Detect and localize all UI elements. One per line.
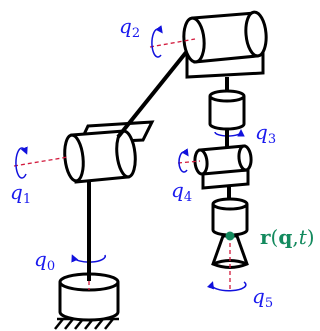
end-effector-point bbox=[225, 231, 235, 241]
wrist-flange-cylinder bbox=[211, 197, 249, 237]
link-shoulder-to-elbow bbox=[116, 38, 198, 139]
joint1-rotation-arrow bbox=[15, 146, 28, 179]
elbow-cylinder bbox=[182, 10, 268, 64]
joint4-label: q4 bbox=[171, 178, 193, 205]
joint0-rotation-arrow bbox=[71, 254, 106, 263]
wrist-pitch-cylinder bbox=[193, 144, 253, 176]
shoulder-cylinder bbox=[63, 129, 137, 184]
joint5-label: q5 bbox=[252, 284, 274, 311]
joint0-label: q0 bbox=[34, 247, 56, 274]
joint3-label: q3 bbox=[255, 120, 277, 147]
joint1-axis bbox=[13, 156, 69, 167]
joint2-rotation-arrow bbox=[151, 25, 163, 58]
joint4-axis bbox=[177, 160, 201, 164]
joint2-axis bbox=[149, 38, 196, 48]
end-effector-label: r(q,t) bbox=[260, 225, 315, 249]
joint5-rotation-arrow bbox=[206, 281, 247, 292]
wrist-roll-cylinder bbox=[208, 89, 246, 131]
joint4-rotation-arrow bbox=[178, 148, 189, 173]
joint1-label: q1 bbox=[10, 180, 32, 207]
joint2-label: q2 bbox=[119, 14, 141, 41]
